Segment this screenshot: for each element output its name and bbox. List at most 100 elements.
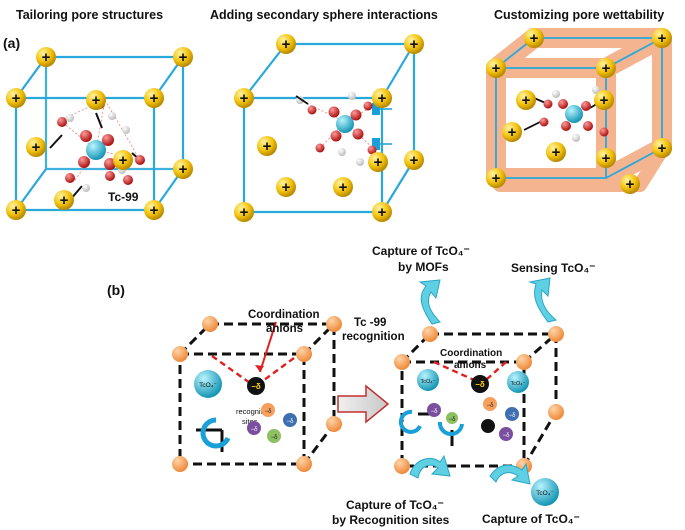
svg-text:+: + (492, 60, 501, 77)
svg-text:+: + (60, 192, 69, 209)
svg-text:+: + (240, 204, 249, 221)
svg-text:+: + (374, 154, 383, 171)
cube-2 (242, 42, 416, 214)
tco4-ion-released: TcO₄⁻ (531, 478, 559, 506)
tc-atom (86, 140, 106, 160)
recognition-sites-label: recognition (236, 407, 273, 416)
plus-atom: + (486, 168, 506, 188)
svg-text:+: + (508, 124, 517, 141)
svg-text:−δ: −δ (271, 435, 279, 441)
plus-atom: + (546, 142, 566, 162)
arrow-sensing (528, 277, 558, 323)
plus-atom: + (36, 47, 56, 67)
plus-atom: + (26, 137, 46, 157)
plus-atom: + (486, 58, 506, 78)
curved-arrows (409, 277, 558, 485)
svg-text:−δ: −δ (431, 409, 439, 415)
plus-atom: + (144, 200, 164, 220)
plus-atom: + (594, 90, 614, 110)
plus-atom: + (54, 190, 74, 210)
svg-text:+: + (658, 30, 667, 47)
svg-text:+: + (658, 140, 667, 157)
svg-text:−δ: −δ (503, 433, 511, 439)
capture-sites-label: Capture of TcO₄⁻ (346, 498, 444, 512)
svg-text:−δ: −δ (475, 380, 485, 389)
plus-atom: + (113, 150, 133, 170)
plus-atom: + (234, 202, 254, 222)
arrow-capture (489, 462, 531, 485)
plus-atom: + (276, 34, 296, 54)
svg-text:+: + (32, 139, 41, 156)
svg-text:+: + (150, 202, 159, 219)
svg-text:+: + (552, 144, 561, 161)
panel-a-tag: (a) (3, 35, 20, 51)
arrow-capture-mofs (418, 279, 441, 325)
plus-atom: + (6, 200, 26, 220)
coordination-line-right (433, 360, 507, 382)
tc-recognition-label-line2: recognition (342, 331, 405, 343)
coordination-anions-label-right: Coordination (440, 348, 502, 359)
capture-sites-label-line2: by Recognition sites (332, 513, 450, 527)
plus-atom: + (652, 138, 672, 158)
coordination-anions-label-left-line2: anions (266, 323, 303, 335)
svg-text:+: + (602, 150, 611, 167)
capture-label: Capture of TcO₄⁻ (482, 512, 580, 526)
plus-atom: + (652, 28, 672, 48)
delta-ions-left: −δ −δ −δ −δ (247, 403, 297, 443)
svg-text:+: + (626, 176, 635, 193)
plus-atom: + (333, 177, 353, 197)
coordination-line-left (211, 355, 295, 384)
svg-text:+: + (92, 92, 101, 109)
plus-atom: + (173, 47, 193, 67)
svg-text:−δ: −δ (487, 403, 495, 409)
svg-text:TcO₄⁻: TcO₄⁻ (536, 490, 554, 497)
cube-1 (14, 55, 185, 212)
svg-text:+: + (42, 49, 51, 66)
svg-text:−δ: −δ (251, 427, 259, 433)
mof-nodes-left (172, 316, 342, 472)
plus-atom: + (368, 152, 388, 172)
svg-text:+: + (410, 152, 419, 169)
svg-text:−δ: −δ (449, 417, 457, 423)
recognition-sites-label-line2: sites (242, 417, 258, 426)
capture-mofs-label-line2: by MOFs (398, 260, 449, 274)
coordination-anions-label-right-line2: anions (454, 360, 487, 371)
tco4-ion-right-2: TcO₄⁻ (507, 371, 529, 393)
plus-atom: + (6, 88, 26, 108)
svg-text:+: + (492, 170, 501, 187)
tc-99-label: Tc-99 (108, 190, 139, 204)
tco4-ion-left: TcO₄⁻ (194, 370, 222, 398)
title-pore-structures: Tailoring pore structures (16, 8, 163, 22)
sensing-label: Sensing TcO₄⁻ (511, 261, 596, 275)
svg-text:−δ: −δ (509, 413, 517, 419)
plus-atom: + (596, 148, 616, 168)
plus-atom: + (234, 88, 254, 108)
svg-text:+: + (12, 90, 21, 107)
transition-arrow (337, 384, 390, 424)
plus-atom: + (516, 90, 536, 110)
capture-mofs-label: Capture of TcO₄⁻ (372, 244, 470, 258)
svg-text:+: + (530, 30, 539, 47)
svg-text:+: + (282, 179, 291, 196)
plus-atom: + (524, 28, 544, 48)
svg-text:−δ: −δ (287, 419, 295, 425)
plus-atoms: + + + + + + + + + + + + + + + + + + + + … (6, 28, 672, 222)
coordination-pointer (259, 321, 277, 373)
svg-text:+: + (378, 204, 387, 221)
svg-text:+: + (410, 36, 419, 53)
title-secondary-sphere: Adding secondary sphere interactions (210, 8, 438, 22)
svg-text:+: + (378, 90, 387, 107)
svg-text:+: + (240, 90, 249, 107)
svg-text:TcO₄⁻: TcO₄⁻ (199, 382, 217, 389)
tc-recognition-label: Tc -99 (354, 317, 386, 329)
delta-ions-right: −δ −δ −δ −δ −δ (427, 397, 519, 441)
svg-text:+: + (119, 152, 128, 169)
svg-text:+: + (522, 92, 531, 109)
plus-atom: + (257, 136, 277, 156)
cube-2-contents (295, 92, 392, 166)
svg-text:+: + (602, 60, 611, 77)
recognition-site-right-1 (398, 409, 422, 434)
svg-text:+: + (600, 92, 609, 109)
plus-atom: + (596, 58, 616, 78)
